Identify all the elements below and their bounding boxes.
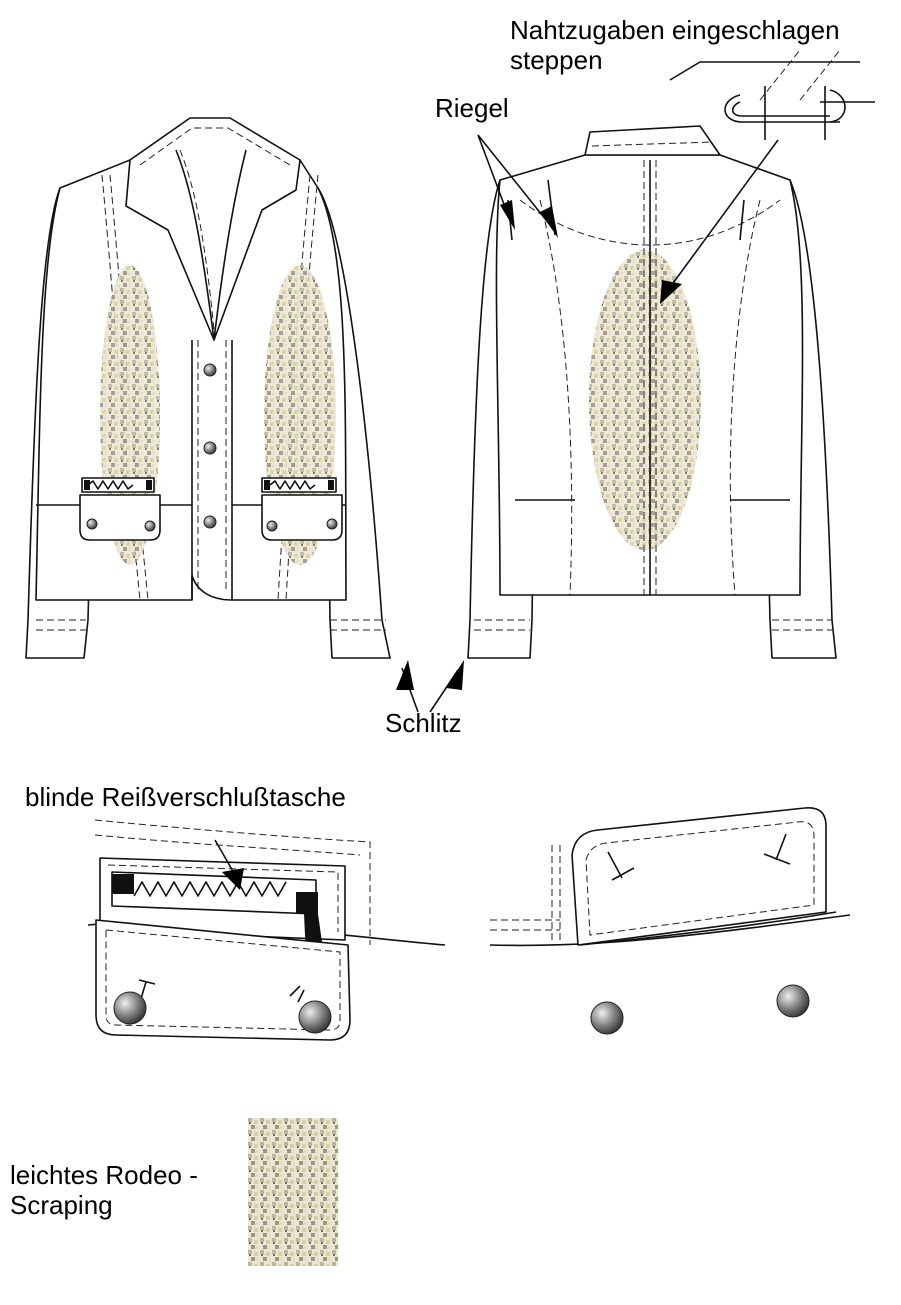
arrow-pointer-icon — [660, 280, 682, 304]
vent-label: Schlitz — [385, 708, 462, 738]
button-icon — [203, 441, 217, 455]
annotation-arrows — [396, 134, 779, 713]
button-icon — [203, 515, 217, 529]
button-icon — [590, 1001, 624, 1035]
flap-pocket-detail — [489, 807, 851, 1035]
arrow-pointer-icon — [500, 200, 515, 230]
front-left-pocket — [79, 477, 161, 541]
bartack-label: Riegel — [435, 93, 509, 123]
front-jacket — [25, 117, 391, 659]
zip-pocket-detail — [87, 819, 446, 1041]
button-icon — [298, 1000, 332, 1034]
zip-pocket-label: blinde Reißverschlußtasche — [25, 782, 346, 812]
wash-swatch — [248, 1118, 338, 1266]
seam-detail — [669, 49, 875, 140]
button-icon — [203, 363, 217, 377]
back-jacket — [467, 125, 837, 659]
arrow-pointer-icon — [446, 660, 464, 690]
topstitch-label: Nahtzugaben eingeschlagen steppen — [510, 15, 840, 75]
button-icon — [113, 991, 147, 1025]
arrow-pointer-icon — [222, 868, 244, 890]
arrow-pointer-icon — [396, 660, 414, 690]
button-icon — [776, 984, 810, 1018]
front-right-pocket — [261, 477, 343, 541]
wash-label: leichtes Rodeo - Scraping — [10, 1160, 198, 1220]
zipper-icon — [111, 871, 317, 915]
arrow-pointer-icon — [540, 206, 558, 238]
wash-patch — [589, 250, 701, 550]
